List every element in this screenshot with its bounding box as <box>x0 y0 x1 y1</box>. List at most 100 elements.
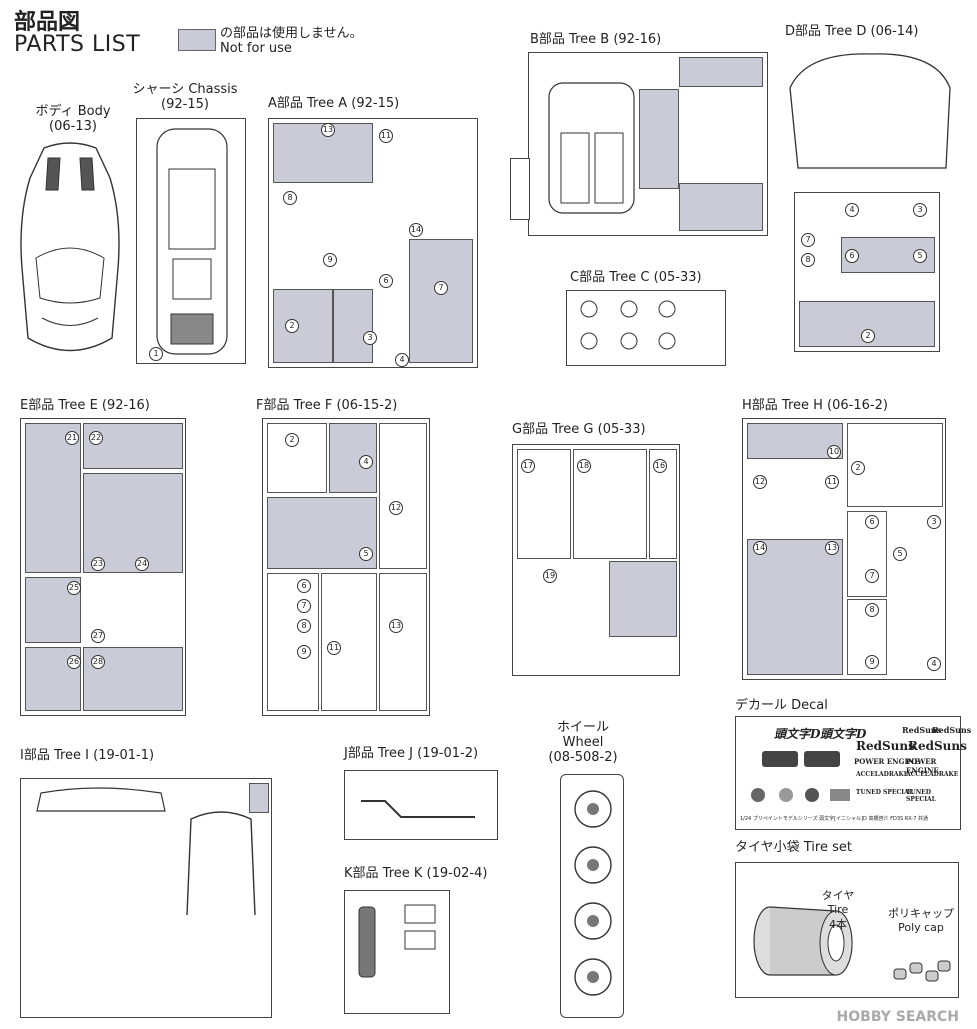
tree-b-unused-part <box>679 183 763 231</box>
chassis-label: シャーシ Chassis (92-15) <box>120 78 250 112</box>
decal-logo: 頭文字D <box>820 727 867 741</box>
part-number: 2 <box>285 319 299 333</box>
part-number: 7 <box>865 569 879 583</box>
part-number: 5 <box>359 547 373 561</box>
part-number: 6 <box>845 249 859 263</box>
tree-a-frame: 13 11 8 14 9 6 7 2 3 4 <box>268 118 478 368</box>
part-number: 24 <box>135 557 149 571</box>
part-number: 2 <box>851 461 865 475</box>
part-number: 7 <box>297 599 311 613</box>
body-label-name: ボディ Body <box>35 104 111 119</box>
tree-a-unused-part <box>273 289 333 363</box>
chassis-label-code: (92-15) <box>161 97 209 112</box>
wheel-label-en: Wheel <box>562 735 604 750</box>
polycap-drawing <box>893 960 951 982</box>
part-number: 4 <box>359 455 373 469</box>
polycap-caption-en: Poly cap <box>898 921 944 934</box>
tree-d-frame: 7 8 4 3 6 5 2 <box>794 192 940 352</box>
polycap-caption: ポリキャップ Poly cap <box>886 905 956 934</box>
part-number: 8 <box>297 619 311 633</box>
tree-j-frame <box>344 770 498 840</box>
decal-redsuns: RedSuns <box>908 739 967 753</box>
decal-power-engine: POWER ENGINE <box>906 757 939 775</box>
part-number: 6 <box>297 579 311 593</box>
tree-c-label: C部品 Tree C (05-33) <box>570 270 702 285</box>
wheel-drawing <box>574 790 612 996</box>
part-number: 6 <box>865 515 879 529</box>
tree-i-label: I部品 Tree I (19-01-1) <box>20 748 155 763</box>
tree-f-part-area <box>379 423 427 569</box>
tree-b-side-part <box>510 158 530 220</box>
tree-b-unused-part <box>639 89 679 189</box>
part-number: 2 <box>861 329 875 343</box>
part-number: 5 <box>913 249 927 263</box>
legend-gray-swatch <box>178 29 216 51</box>
decal-tuned: TUNED SPECIAL <box>906 789 936 803</box>
tree-d-label: D部品 Tree D (06-14) <box>785 24 919 39</box>
part-number: 11 <box>825 475 839 489</box>
part-number: 9 <box>323 253 337 267</box>
part-number: 4 <box>395 353 409 367</box>
tire-caption: タイヤ Tire 4本 <box>810 887 866 932</box>
part-number: 4 <box>845 203 859 217</box>
part-number: 9 <box>865 655 879 669</box>
tree-b-unused-part <box>679 57 763 87</box>
part-number: 7 <box>801 233 815 247</box>
part-number: 11 <box>327 641 341 655</box>
wheel-frame <box>560 774 624 1018</box>
part-number: 13 <box>321 123 335 137</box>
polycap-caption-jp: ポリキャップ <box>888 907 954 920</box>
decal-logo-dark <box>762 751 798 767</box>
part-number: 23 <box>91 557 105 571</box>
part-number: 18 <box>577 459 591 473</box>
tree-h-part-area <box>847 599 887 675</box>
decal-tuned: TUNED SPECIAL <box>856 789 913 796</box>
tree-g-label: G部品 Tree G (05-33) <box>512 422 646 437</box>
tree-b-frame <box>528 52 768 236</box>
tree-e-unused-part <box>25 423 81 573</box>
page-title-en: PARTS LIST <box>14 32 141 57</box>
tire-set-label: タイヤ小袋 Tire set <box>735 840 852 855</box>
tree-f-unused-part <box>267 497 377 569</box>
legend-note-en: Not for use <box>220 41 292 56</box>
tree-c-frame <box>566 290 726 366</box>
decal-logo: 頭文字D <box>774 727 821 741</box>
body-drawing <box>20 142 120 352</box>
tree-h-label: H部品 Tree H (06-16-2) <box>742 398 888 413</box>
tree-i-part-drawing <box>36 787 166 812</box>
body-label: ボディ Body (06-13) <box>28 100 118 134</box>
decal-redsuns: RedSuns <box>856 739 915 753</box>
part-number: 8 <box>801 253 815 267</box>
part-number: 8 <box>865 603 879 617</box>
tree-g-unused-part <box>609 561 677 637</box>
part-number: 4 <box>927 657 941 671</box>
decal-accel: ACCELADRAKE <box>906 771 959 778</box>
decal-small-marks <box>751 788 850 802</box>
part-number: 10 <box>827 445 841 459</box>
tree-f-part-area <box>321 573 377 711</box>
tree-a-unused-part <box>409 239 473 363</box>
body-label-code: (06-13) <box>49 119 97 134</box>
wheel-label-jp: ホイール <box>556 720 609 735</box>
part-number: 3 <box>927 515 941 529</box>
part-number: 9 <box>297 645 311 659</box>
part-number: 8 <box>283 191 297 205</box>
part-number: 21 <box>65 431 79 445</box>
tree-b-label: B部品 Tree B (92-16) <box>530 32 662 47</box>
decal-footer-text: 1/24 プリペイントモデルシリーズ 頭文字[イニシャル]D 高橋啓介 FD3S… <box>740 816 928 822</box>
tire-drawing <box>753 906 853 976</box>
tree-d-cover-drawing <box>789 53 951 169</box>
chassis-label-name: シャーシ Chassis <box>132 82 238 97</box>
tree-g-part-area <box>649 449 677 559</box>
decal-power-engine: POWER ENGINE <box>854 757 920 766</box>
tree-b-seat-drawing <box>548 82 635 214</box>
tree-i-unused-part <box>249 783 269 813</box>
decal-redsuns-small: RedSuns <box>932 725 972 735</box>
part-number: 12 <box>753 475 767 489</box>
part-number: 26 <box>67 655 81 669</box>
watermark: HOBBY SEARCH <box>836 1009 959 1025</box>
part-number: 16 <box>653 459 667 473</box>
tree-k-frame <box>344 890 450 1014</box>
tree-e-label: E部品 Tree E (92-16) <box>20 398 150 413</box>
wheel-label: ホイール Wheel (08-508-2) <box>546 716 620 765</box>
